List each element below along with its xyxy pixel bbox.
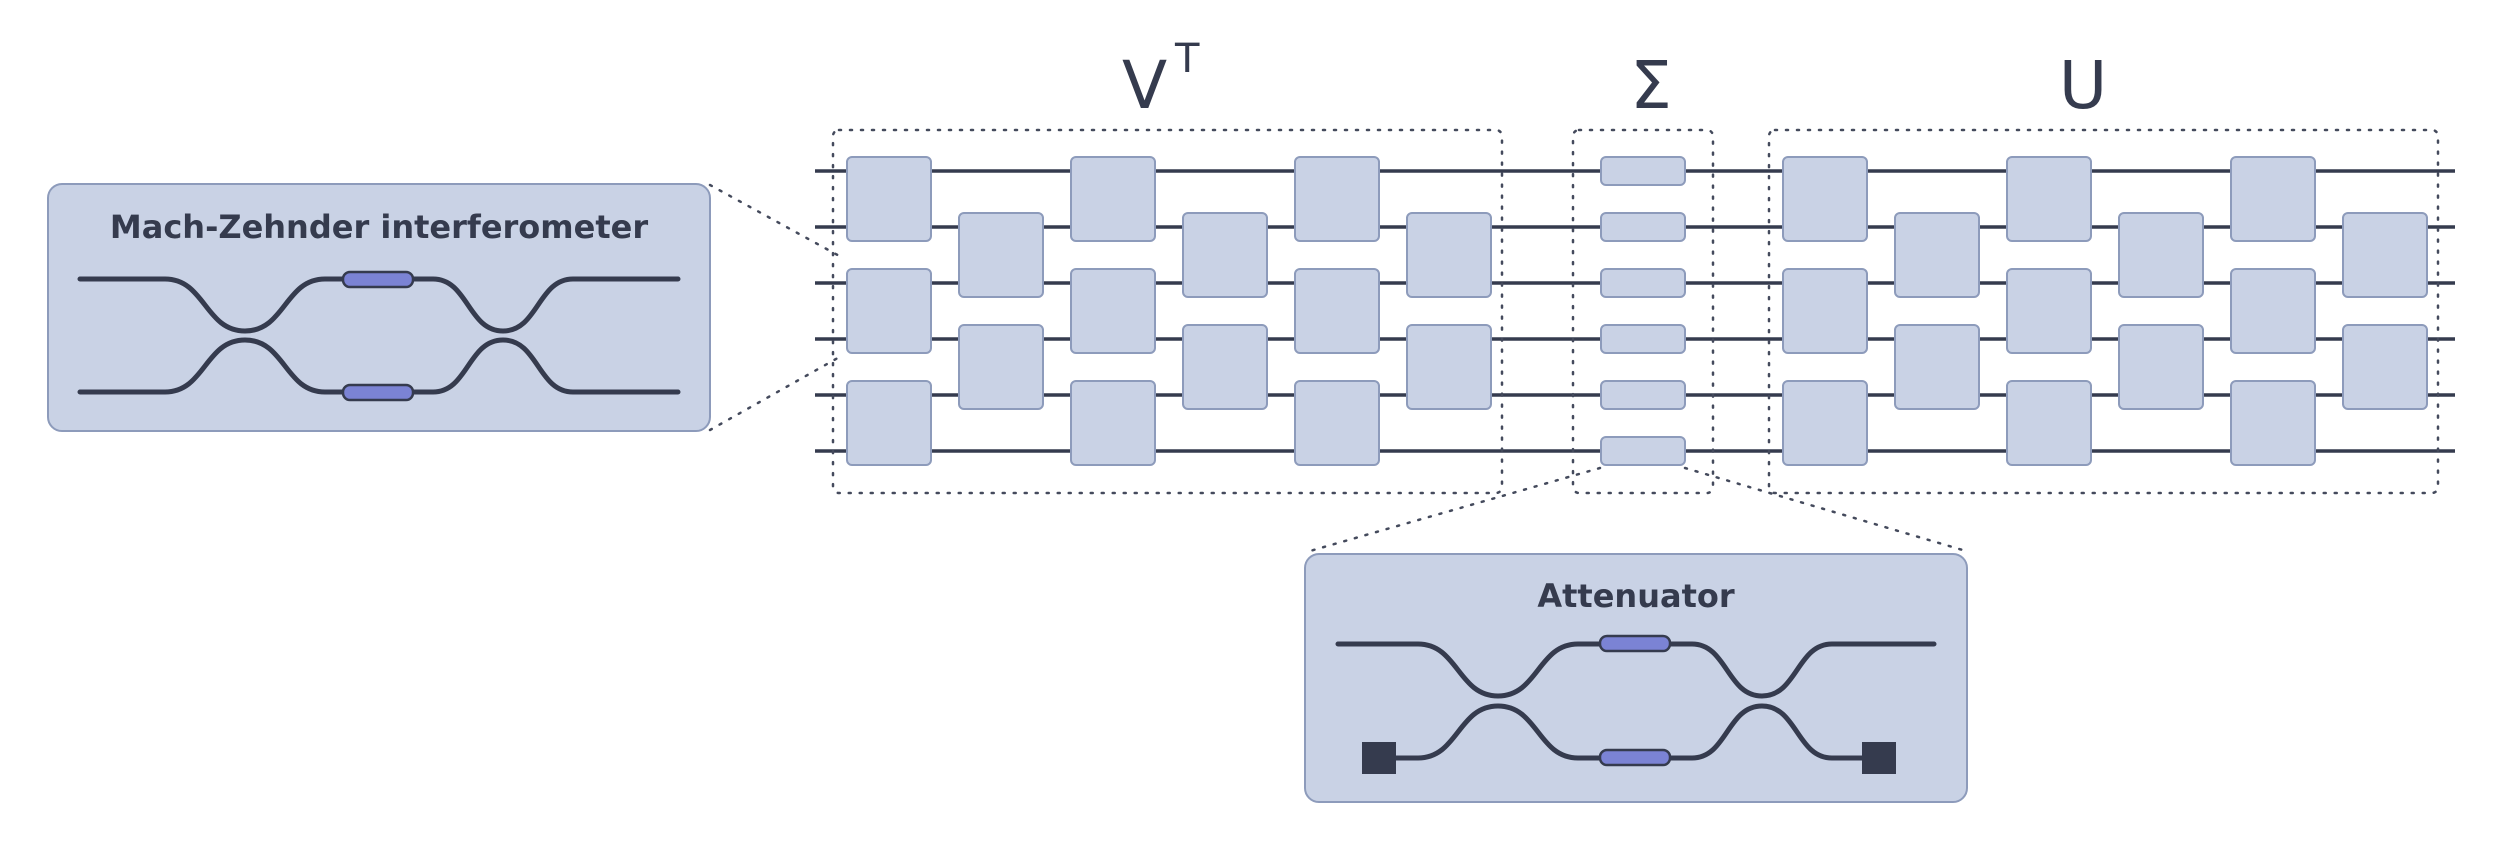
u-mzi-s3-p5	[2006, 380, 2092, 466]
u-mzi-s2-p2	[1894, 212, 1980, 298]
v-transpose-mzi-s5-p5	[1294, 380, 1380, 466]
u-mzi-s5-p3	[2230, 268, 2316, 354]
mzi-inset: Mach-Zehnder interferometer	[47, 183, 711, 432]
v-transpose-mzi-s4-p4	[1182, 324, 1268, 410]
u-mzi-s6-p4	[2342, 324, 2428, 410]
mzi-leader-bottom	[708, 353, 845, 432]
u-mzi-s5-p1	[2230, 156, 2316, 242]
attenuator-leader-right	[1683, 466, 1968, 553]
v-transpose-mzi-s5-p3	[1294, 268, 1380, 354]
sigma-attenuator-3	[1600, 268, 1686, 298]
sigma-attenuator-column	[1600, 156, 1686, 466]
attenuator-left-terminator-icon	[1362, 742, 1396, 774]
u-mzi-mesh	[1782, 156, 2428, 466]
attenuator-upper-waveguide	[1335, 641, 1937, 699]
v-transpose-mzi-s6-p4	[1406, 324, 1492, 410]
v-transpose-base: V	[1122, 47, 1167, 124]
v-transpose-mzi-s1-p5	[846, 380, 932, 466]
u-mzi-s2-p4	[1894, 324, 1980, 410]
attenuator-lower-waveguide	[1392, 703, 1865, 761]
v-transpose-mzi-s3-p3	[1070, 268, 1156, 354]
mzi-inset-box	[47, 183, 711, 432]
mzi-upper-waveguide	[77, 276, 681, 334]
v-transpose-mzi-s5-p1	[1294, 156, 1380, 242]
v-transpose-label: V T	[1122, 36, 1200, 124]
attenuator-inset: Attenuator	[1304, 553, 1968, 803]
v-transpose-mzi-s1-p3	[846, 268, 932, 354]
mzi-upper-phase-shifter	[341, 270, 415, 289]
group-outlines	[831, 128, 2440, 495]
u-mzi-s4-p2	[2118, 212, 2204, 298]
attenuator-inset-title: Attenuator	[1537, 577, 1735, 615]
v-transpose-mzi-s1-p1	[846, 156, 932, 242]
v-transpose-group-outline	[831, 128, 1504, 495]
v-transpose-mzi-s4-p2	[1182, 212, 1268, 298]
v-transpose-superscript: T	[1174, 36, 1200, 82]
mzi-lower-phase-shifter	[341, 383, 415, 402]
sigma-attenuator-5	[1600, 380, 1686, 410]
v-transpose-mzi-s2-p4	[958, 324, 1044, 410]
leader-lines	[708, 183, 1968, 553]
u-mzi-s1-p5	[1782, 380, 1868, 466]
u-group-outline	[1767, 128, 2440, 495]
sigma-attenuator-1	[1600, 156, 1686, 186]
v-transpose-mzi-s3-p1	[1070, 156, 1156, 242]
attenuator-lower-phase-shifter	[1598, 748, 1672, 767]
sigma-label: Σ	[1630, 47, 1672, 124]
u-mzi-s3-p1	[2006, 156, 2092, 242]
u-mzi-s4-p4	[2118, 324, 2204, 410]
attenuator-leader-left	[1308, 466, 1602, 553]
mzi-lower-waveguide	[77, 337, 681, 395]
attenuator-right-terminator-icon	[1862, 742, 1896, 774]
u-mzi-s5-p5	[2230, 380, 2316, 466]
v-transpose-mzi-mesh	[846, 156, 1492, 466]
v-transpose-mzi-s3-p5	[1070, 380, 1156, 466]
u-mzi-s1-p3	[1782, 268, 1868, 354]
v-transpose-mzi-s2-p2	[958, 212, 1044, 298]
mzi-inset-title: Mach-Zehnder interferometer	[110, 208, 648, 246]
sigma-group-outline	[1571, 128, 1715, 495]
sigma-attenuator-2	[1600, 212, 1686, 242]
sigma-attenuator-4	[1600, 324, 1686, 354]
v-transpose-mzi-s6-p2	[1406, 212, 1492, 298]
u-mzi-s1-p1	[1782, 156, 1868, 242]
u-mzi-s3-p3	[2006, 268, 2092, 354]
u-label: U	[2059, 47, 2107, 124]
mzi-leader-top	[708, 183, 845, 260]
sigma-attenuator-6	[1600, 436, 1686, 466]
u-mzi-s6-p2	[2342, 212, 2428, 298]
attenuator-upper-phase-shifter	[1598, 634, 1672, 653]
